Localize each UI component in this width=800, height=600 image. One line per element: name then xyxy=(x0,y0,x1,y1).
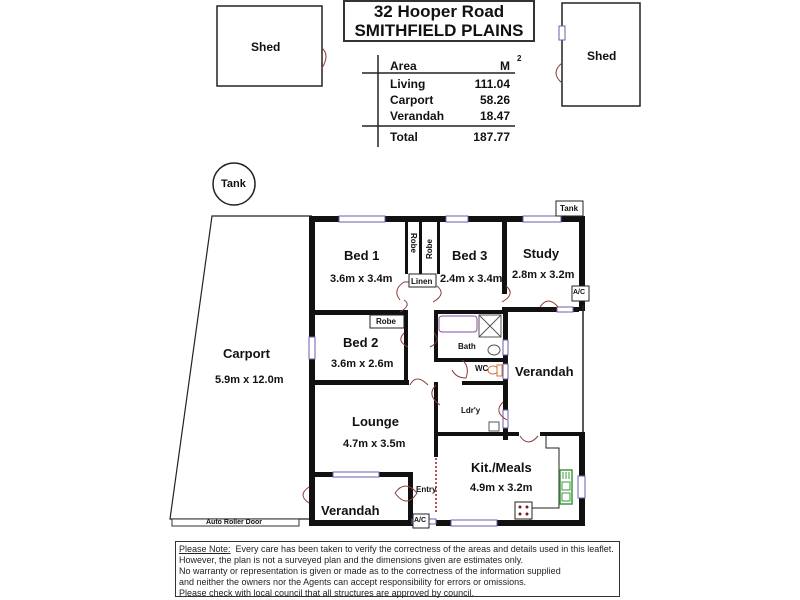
study-dim: 2.8m x 3.2m xyxy=(512,269,575,281)
note-lead: Please Note: xyxy=(179,544,231,554)
note-line1: Every care has been taken to verify the … xyxy=(235,544,614,554)
bed2-dim: 3.6m x 2.6m xyxy=(331,358,394,370)
tank-round-label: Tank xyxy=(221,178,246,190)
label-boxes xyxy=(369,200,590,529)
bath-fixtures xyxy=(438,314,503,432)
study-name: Study xyxy=(523,246,560,261)
shed-left-outline xyxy=(216,5,327,87)
shed-right-label: Shed xyxy=(587,49,617,63)
area-row-living: Living 111.04 xyxy=(390,77,510,91)
wc-label: WC xyxy=(475,364,489,373)
area-row-total: Total 187.77 xyxy=(390,130,510,144)
address-line1: 32 Hooper Road xyxy=(373,2,505,21)
bed3-dim: 2.4m x 3.4m xyxy=(440,273,503,285)
bed3-name: Bed 3 xyxy=(452,248,488,263)
bed1-name: Bed 1 xyxy=(344,248,380,263)
area-col-unit: M xyxy=(500,59,510,73)
disclaimer-note: Please Note: Every care has been taken t… xyxy=(175,541,620,598)
area-header-row: Area M xyxy=(390,59,510,73)
carport-name: Carport xyxy=(223,346,270,361)
area-col-label: Area xyxy=(390,59,417,73)
tank-round-outline xyxy=(212,162,256,206)
ac1-label: A/C xyxy=(573,289,586,296)
area-table-lines xyxy=(362,55,515,147)
lounge-dim: 4.7m x 3.5m xyxy=(343,438,406,450)
verandah-side-name: Verandah xyxy=(515,364,574,379)
bed2-name: Bed 2 xyxy=(343,335,379,350)
robe3-label: Robe xyxy=(376,317,396,326)
shed-left-label: Shed xyxy=(251,40,281,54)
verandah-front-name: Verandah xyxy=(321,503,380,518)
bath-label: Bath xyxy=(458,342,476,351)
shed-right-outline xyxy=(555,2,641,107)
address-line2: SMITHFIELD PLAINS xyxy=(354,21,524,40)
area-row-carport: Carport 58.26 xyxy=(390,93,510,107)
robe1-label: Robe xyxy=(409,233,418,253)
carport-dim: 5.9m x 12.0m xyxy=(215,374,284,386)
entry-label: Entry xyxy=(416,485,437,494)
kitchen-name: Kit./Meals xyxy=(471,460,532,475)
robe2-label: Robe xyxy=(425,239,434,259)
address-title-box: 32 Hooper Road SMITHFIELD PLAINS xyxy=(343,0,535,42)
kitchen-bench xyxy=(514,436,573,520)
linen-label: Linen xyxy=(411,277,433,286)
roller-door-label: Auto Roller Door xyxy=(206,519,262,526)
note-line2: However, the plan is not a surveyed plan… xyxy=(179,555,524,565)
doors xyxy=(302,281,559,504)
note-line4: and neither the owners nor the Agents ca… xyxy=(179,577,527,587)
laundry-label: Ldr'y xyxy=(461,406,481,415)
note-line3: No warranty or representation is given o… xyxy=(179,566,561,576)
ac2-label: A/C xyxy=(414,517,427,524)
note-line5: Please check with local council that all… xyxy=(179,588,475,598)
area-row-verandah: Verandah 18.47 xyxy=(390,109,510,123)
carport-outline xyxy=(169,215,312,527)
area-col-unit-sup: 2 xyxy=(517,54,522,63)
tank-small-label: Tank xyxy=(560,204,579,213)
kitchen-dim: 4.9m x 3.2m xyxy=(470,482,533,494)
lounge-name: Lounge xyxy=(352,414,399,429)
bed1-dim: 3.6m x 3.4m xyxy=(330,273,393,285)
